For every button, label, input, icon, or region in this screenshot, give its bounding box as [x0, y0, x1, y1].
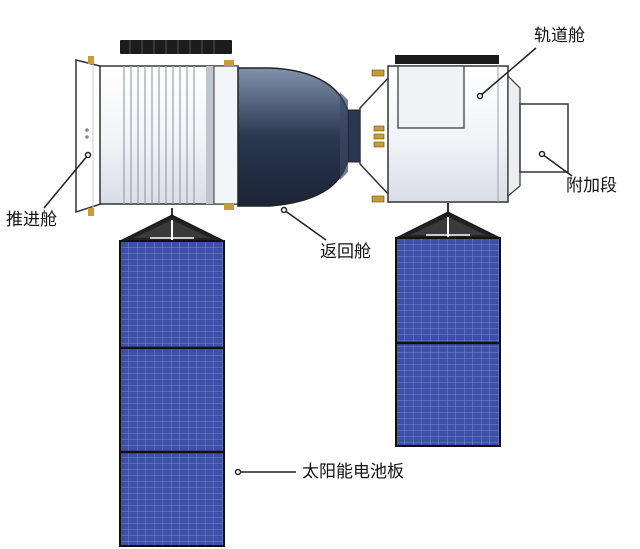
label-orbital-module: 轨道舱	[534, 26, 585, 46]
reentry-module	[237, 67, 361, 207]
callout-propulsion	[43, 154, 89, 209]
callout-lines	[43, 47, 573, 473]
dot-addon	[538, 150, 546, 158]
propulsion-module	[75, 40, 239, 216]
callout-addon	[541, 153, 573, 177]
solar-panel-left	[119, 208, 225, 547]
dot-reentry	[280, 206, 288, 214]
dot-solar	[234, 468, 242, 476]
callout-reentry	[283, 209, 327, 241]
label-propulsion-module: 推进舱	[6, 210, 57, 230]
dot-orbital	[476, 92, 484, 100]
callout-orbital	[479, 47, 537, 97]
orbital-module	[359, 55, 521, 203]
label-addon-section: 附加段	[566, 176, 617, 196]
label-reentry-module: 返回舱	[320, 242, 371, 262]
label-solar-panel: 太阳能电池板	[302, 462, 404, 482]
addon-section	[519, 103, 569, 173]
dot-propulsion	[84, 151, 92, 159]
solar-panel-right	[395, 203, 501, 447]
